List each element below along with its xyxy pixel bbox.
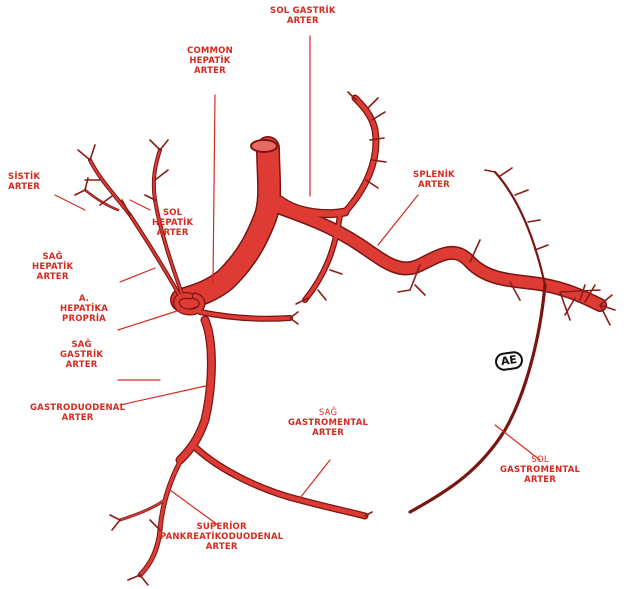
label-gastroduodenal-arter: GASTRODUODENAL ARTER — [30, 403, 125, 423]
label-a-hepatika-propria: A. HEPATİKA PROPRİA — [60, 294, 108, 324]
label-superior-pankreatikoduodenal-arter: SUPERİOR PANKREATİKODUODENAL ARTER — [160, 522, 283, 552]
label-line: SUPERİOR — [160, 522, 283, 532]
label-line: HEPATİK — [187, 56, 233, 66]
aorta-opening — [251, 140, 277, 152]
label-line: GASTROMENTAL — [500, 465, 580, 475]
label-common-hepatik-arter: COMMON HEPATİK ARTER — [187, 46, 233, 76]
label-line: ARTER — [60, 360, 103, 370]
label-line: ARTER — [288, 428, 368, 438]
label-sag-gastromental-arter: SAĞ GASTROMENTAL ARTER — [288, 408, 368, 438]
label-sag-hepatik-arter: SAĞ HEPATİK ARTER — [32, 252, 73, 282]
label-line: PROPRİA — [60, 314, 108, 324]
label-line: ARTER — [413, 180, 455, 190]
label-line: ARTER — [30, 413, 125, 423]
label-line: COMMON — [187, 46, 233, 56]
label-line: ARTER — [500, 475, 580, 485]
label-line: HEPATİK — [32, 262, 73, 272]
label-line: ARTER — [152, 228, 193, 238]
right-gastroomental-artery — [196, 448, 365, 516]
label-line: HEPATİK — [152, 218, 193, 228]
label-line: SAĞ — [60, 340, 103, 350]
label-line: GASTRODUODENAL — [30, 403, 125, 413]
label-sistik-arter: SİSTİK ARTER — [8, 172, 40, 192]
label-line: SOL GASTRİK — [270, 6, 336, 16]
label-line: SAĞ — [288, 408, 368, 418]
label-line: SİSTİK — [8, 172, 40, 182]
short-gastric-artery — [495, 172, 545, 285]
label-sol-gastrik-arter: SOL GASTRİK ARTER — [270, 6, 336, 26]
label-line: PANKREATİKODUODENAL — [160, 532, 283, 542]
label-line: HEPATİKA — [60, 304, 108, 314]
label-line: ARTER — [8, 182, 40, 192]
label-line: SOL — [500, 455, 580, 465]
label-sag-gastrik-arter: SAĞ GASTRİK ARTER — [60, 340, 103, 370]
label-line: ARTER — [160, 542, 283, 552]
label-line: GASTRİK — [60, 350, 103, 360]
label-line: SOL — [152, 208, 193, 218]
label-sol-gastromental-arter: SOL GASTROMENTAL ARTER — [500, 455, 580, 485]
label-line: GASTROMENTAL — [288, 418, 368, 428]
label-sol-hepatik-arter: SOL HEPATİK ARTER — [152, 208, 193, 238]
label-splenik-arter: SPLENİK ARTER — [413, 170, 455, 190]
label-line: A. — [60, 294, 108, 304]
label-line: ARTER — [32, 272, 73, 282]
label-line: ARTER — [187, 66, 233, 76]
label-line: ARTER — [270, 16, 336, 26]
label-line: SAĞ — [32, 252, 73, 262]
label-line: SPLENİK — [413, 170, 455, 180]
